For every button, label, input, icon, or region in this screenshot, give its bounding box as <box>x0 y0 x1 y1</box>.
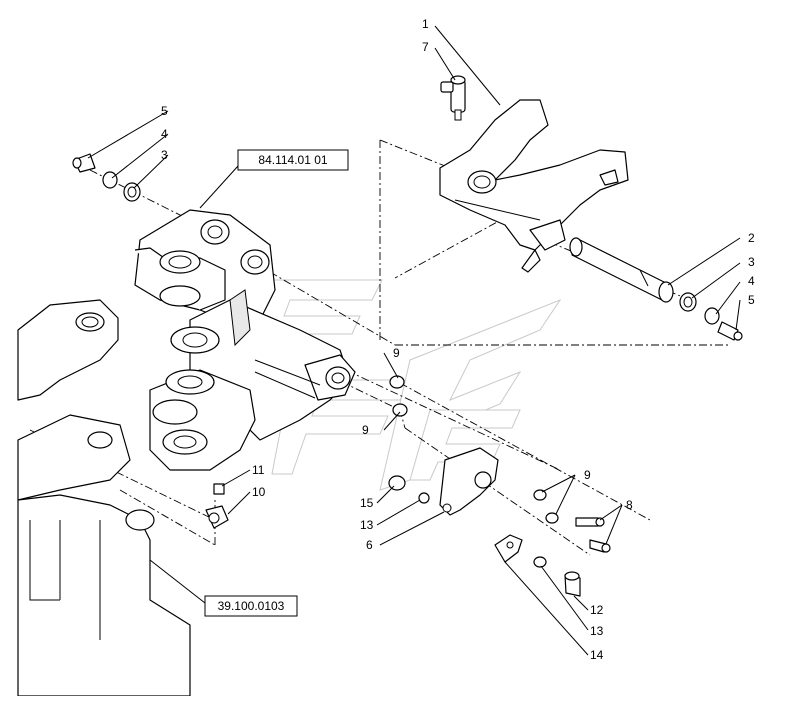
leader-lines <box>87 25 741 656</box>
right-hardware <box>679 292 743 341</box>
callout-2[interactable]: 2 <box>748 231 755 245</box>
bracket-plate-6 <box>388 375 611 553</box>
callout-4-left[interactable]: 4 <box>161 127 168 141</box>
callout-1[interactable]: 1 <box>422 17 429 31</box>
reference-box-upper[interactable]: 84.114.01 01 <box>237 149 349 171</box>
callout-4-right[interactable]: 4 <box>748 274 755 288</box>
callout-9-middle[interactable]: 9 <box>362 423 369 437</box>
swivel-housing <box>134 209 356 471</box>
callout-9-upper[interactable]: 9 <box>393 346 400 360</box>
callout-5-left[interactable]: 5 <box>161 104 168 118</box>
callout-14[interactable]: 14 <box>590 648 604 662</box>
reference-box-lower[interactable]: 39.100.0103 <box>204 595 298 617</box>
pivot-pin-2 <box>569 237 674 303</box>
assembly-lines <box>29 139 730 556</box>
callout-8[interactable]: 8 <box>626 498 633 512</box>
lever-arm <box>439 99 629 273</box>
callout-3-right[interactable]: 3 <box>748 255 755 269</box>
callout-6[interactable]: 6 <box>366 538 373 552</box>
callout-11[interactable]: 11 <box>252 463 265 477</box>
callout-7[interactable]: 7 <box>422 40 429 54</box>
grease-nipple <box>205 483 229 529</box>
main-frame <box>17 299 191 697</box>
callout-15[interactable]: 15 <box>360 496 374 510</box>
left-hardware <box>72 153 141 202</box>
pin-7 <box>440 75 466 121</box>
callout-10[interactable]: 10 <box>252 485 266 499</box>
callout-13-left[interactable]: 13 <box>360 518 374 532</box>
callout-numbers: 1 7 5 4 3 2 3 4 5 9 9 9 8 15 13 6 12 13 … <box>161 17 755 662</box>
callout-9-right[interactable]: 9 <box>584 468 591 482</box>
reference-label-lower: 39.100.0103 <box>218 599 285 613</box>
callout-3-left[interactable]: 3 <box>161 148 168 162</box>
callout-12[interactable]: 12 <box>590 603 604 617</box>
clamp-14 <box>494 534 581 597</box>
callout-5-right[interactable]: 5 <box>748 293 755 307</box>
reference-label-upper: 84.114.01 01 <box>258 153 328 167</box>
callout-13-right[interactable]: 13 <box>590 624 604 638</box>
